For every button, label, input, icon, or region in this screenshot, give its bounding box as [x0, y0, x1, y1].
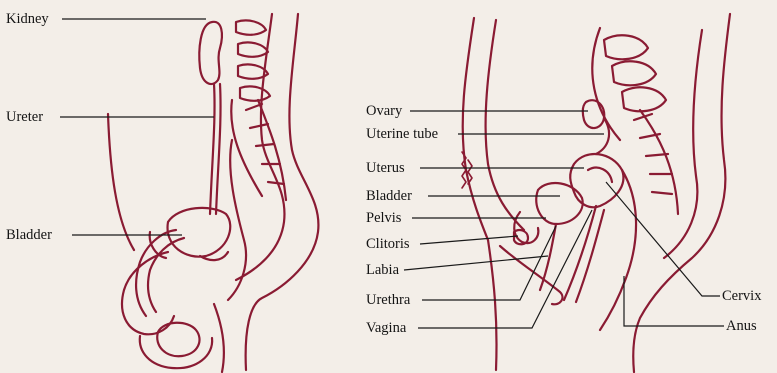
label-kidney: Kidney: [6, 11, 49, 27]
label-urethra: Urethra: [366, 292, 410, 308]
label-ovary: Ovary: [366, 103, 402, 119]
male-anatomy: [108, 14, 318, 372]
female-pubic-bone: [514, 212, 538, 243]
label-pelvis: Pelvis: [366, 210, 401, 226]
male-testis: [157, 323, 199, 356]
female-ovary: [583, 100, 605, 128]
label-male-bladder: Bladder: [6, 227, 52, 243]
label-ureter: Ureter: [6, 109, 43, 125]
male-scrotum: [140, 336, 212, 368]
leader-vagina: [418, 210, 592, 328]
female-front-outline: [463, 18, 488, 240]
female-labia: [500, 246, 562, 304]
label-labia: Labia: [366, 262, 399, 278]
male-kidney: [199, 22, 222, 84]
male-thigh: [214, 304, 224, 372]
label-uterus: Uterus: [366, 160, 405, 176]
male-ureter: [210, 84, 221, 214]
label-uterine-tube: Uterine tube: [366, 126, 438, 142]
leader-clitoris: [420, 236, 518, 244]
female-back-outline: [633, 14, 730, 372]
female-thigh: [488, 240, 497, 370]
label-clitoris: Clitoris: [366, 236, 410, 252]
male-rectum: [228, 140, 246, 300]
male-urethra: [136, 230, 184, 316]
female-uterus: [570, 154, 623, 207]
female-uterus-cavity: [588, 168, 612, 182]
male-bladder: [168, 208, 231, 257]
leader-cervix: [606, 182, 720, 296]
label-vagina: Vagina: [366, 320, 406, 336]
male-front-outline: [108, 114, 134, 250]
male-spine: [231, 20, 286, 200]
female-anatomy: [462, 14, 730, 372]
female-front-inner: [486, 20, 524, 230]
female-buttock: [664, 30, 702, 258]
label-female-bladder: Bladder: [366, 188, 412, 204]
label-cervix: Cervix: [722, 288, 761, 304]
label-anus: Anus: [726, 318, 757, 334]
